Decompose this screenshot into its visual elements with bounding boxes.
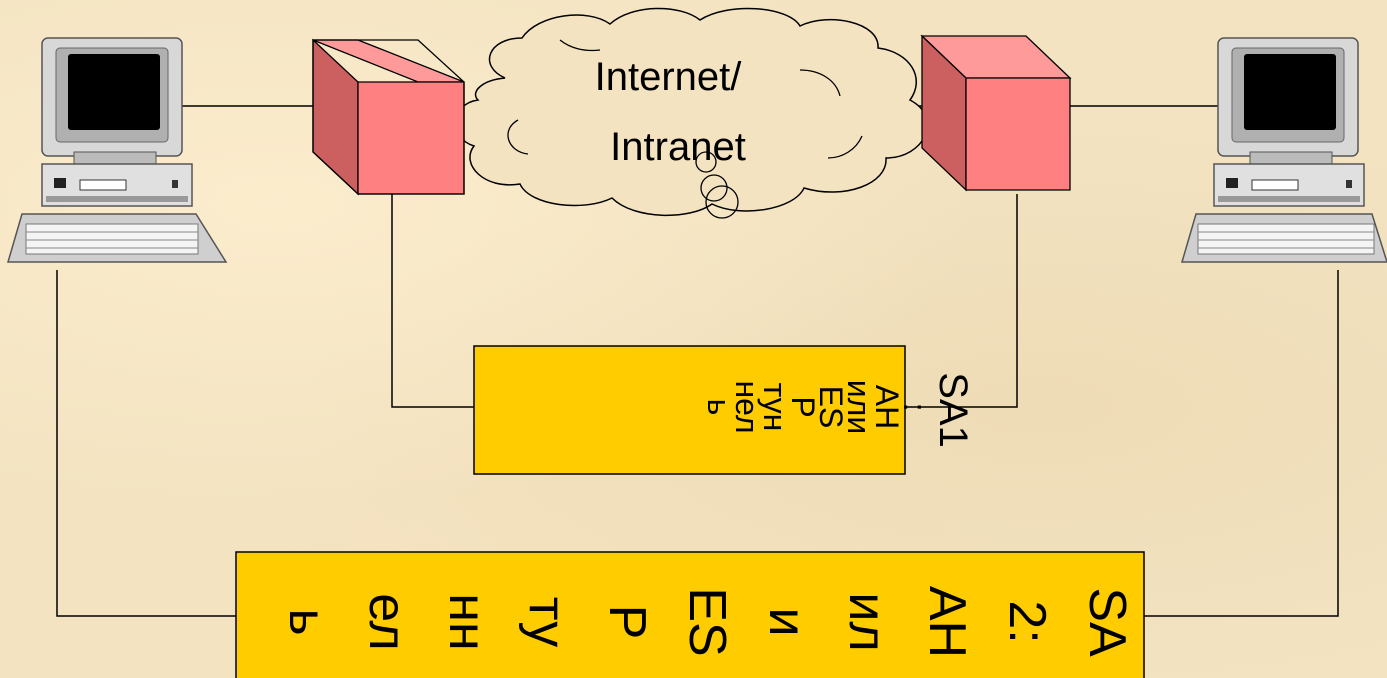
- sa1-box-rect: [473, 345, 906, 475]
- sa1-line-2: или: [841, 380, 877, 434]
- right-gateway-to-sa1-line: [905, 194, 1018, 408]
- sa2-line-4: и: [758, 607, 816, 636]
- right-power-button: [1226, 178, 1238, 188]
- cloud-inner-arc: [507, 119, 529, 155]
- right-pc-to-sa2-line: [1144, 270, 1339, 617]
- sa1-line-7: ь: [701, 399, 737, 416]
- right-drive-light: [1346, 180, 1352, 188]
- connection-lines: [56, 105, 1339, 617]
- sa1-line-5: тун: [757, 383, 793, 432]
- sa2-line-0: SA: [1078, 587, 1136, 657]
- right-floppy-drive: [1251, 179, 1299, 191]
- cloud-inner-arc: [799, 69, 841, 97]
- cloud-bubble: [700, 174, 728, 202]
- cloud-label-line2: Intranet: [610, 125, 746, 169]
- sa2-line-9: ел: [358, 593, 416, 651]
- sa1-line-6: нел: [729, 380, 765, 433]
- cloud-bubble: [705, 185, 739, 219]
- left-vent-strip: [46, 196, 188, 202]
- sa2-line-3: ил: [838, 592, 896, 651]
- right-keyboard-keys: [1197, 223, 1375, 255]
- right-monitor-stand: [1249, 151, 1333, 165]
- sa2-line-2: AH: [918, 586, 976, 658]
- right-gateway-front: [965, 77, 1071, 191]
- cloud-bubble: [695, 151, 717, 173]
- cloud-shape: [455, 7, 929, 217]
- sa2-line-1: 2:: [998, 600, 1056, 643]
- left-gateway-to-sa1-line: [391, 194, 474, 408]
- left-drive-light: [172, 180, 178, 188]
- cloud-inner-arc: [559, 39, 601, 52]
- left-power-button: [54, 178, 66, 188]
- right-vent-strip: [1218, 196, 1360, 202]
- left-keyboard-keys: [25, 223, 199, 255]
- sa2-line-5: ES: [678, 587, 736, 656]
- left-gateway-outline: [312, 39, 465, 195]
- sa1-line-4: P: [785, 396, 821, 417]
- internet-cloud: Internet/ Intranet: [455, 7, 929, 219]
- sa2-box-rect: [235, 551, 1145, 678]
- left-gateway-front: [357, 81, 465, 195]
- cloud-label-line1: Internet/: [595, 55, 743, 99]
- right-gateway: [920, 34, 1072, 192]
- sa2-line-7: ту: [518, 597, 576, 647]
- sa1-line-0: :: [897, 403, 933, 412]
- sa1-line-1: AH: [869, 385, 905, 429]
- sa2-line-8: нн: [438, 593, 496, 650]
- left-monitor-stand: [73, 151, 157, 165]
- right-computer-icon: [1181, 37, 1387, 263]
- left-gateway-side: [312, 38, 359, 196]
- cloud-inner-arc: [827, 135, 863, 159]
- left-gateway: [312, 38, 465, 196]
- left-floppy-drive: [79, 179, 127, 191]
- right-monitor-screen: [1244, 54, 1336, 130]
- left-pc-to-sa2-line: [56, 270, 236, 617]
- sa2-line-6: P: [598, 605, 656, 640]
- left-monitor-screen: [68, 54, 160, 130]
- sa1-label: SA1: [931, 372, 975, 448]
- sa2-line-10: ь: [278, 608, 336, 635]
- sa1-line-3: ES: [813, 386, 849, 429]
- left-computer-icon: [7, 37, 228, 263]
